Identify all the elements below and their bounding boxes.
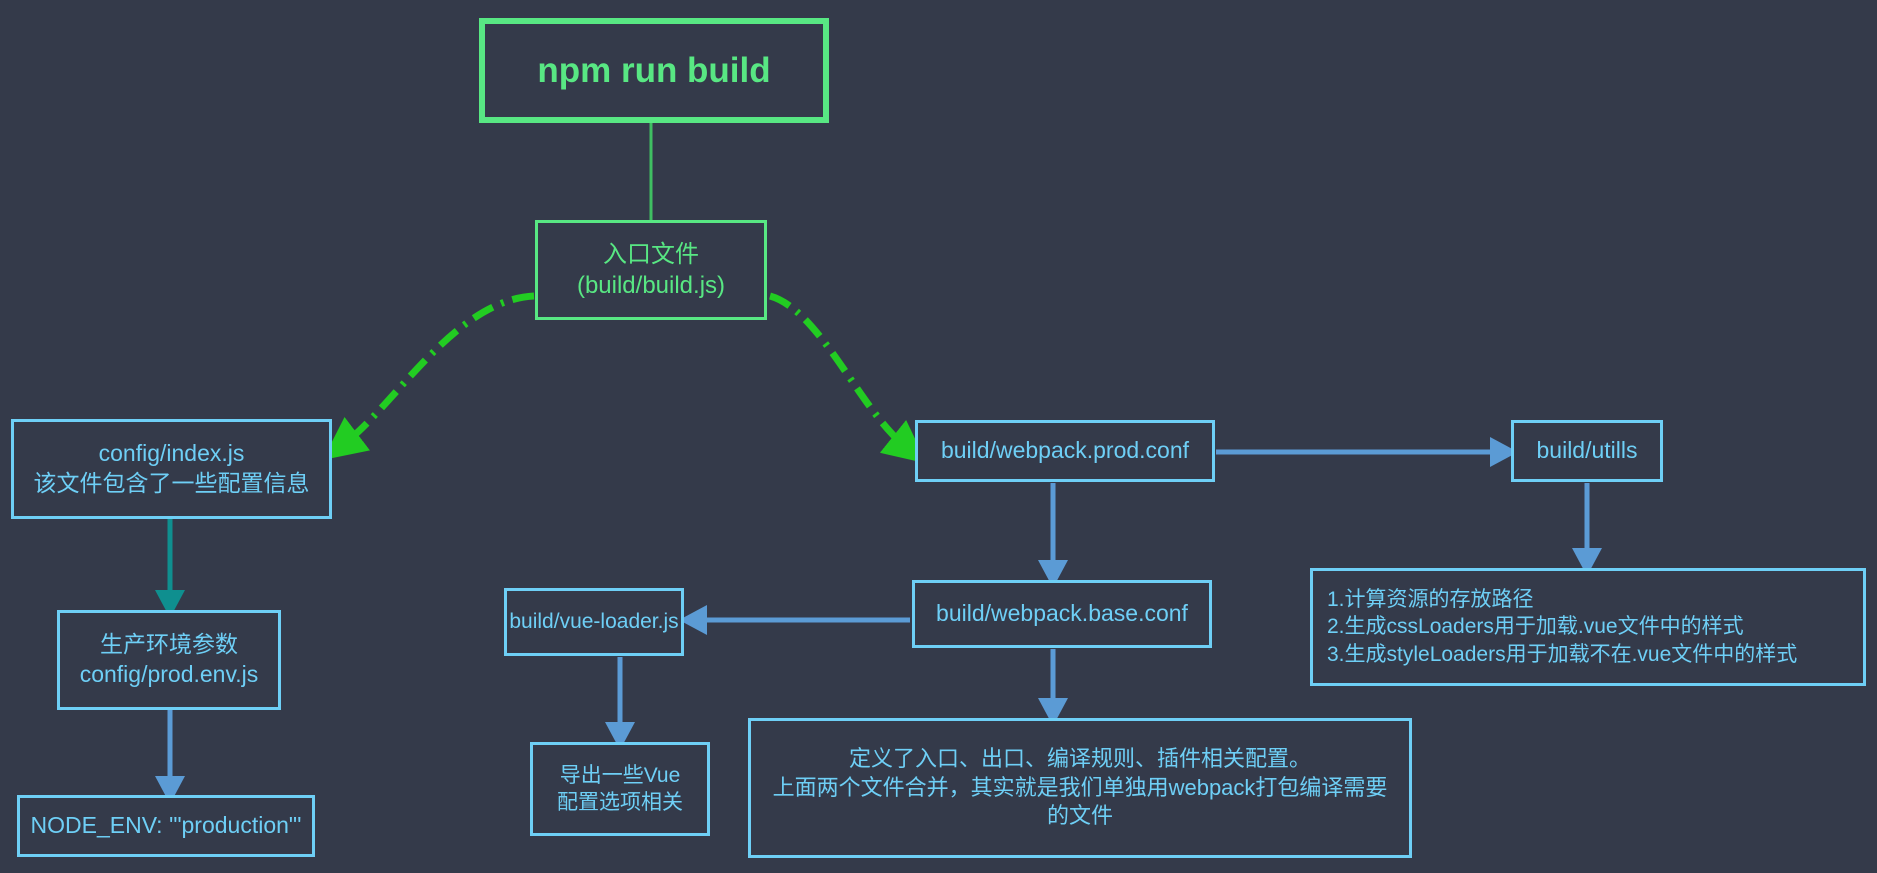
node-entry-file[interactable]: 入口文件 (build/build.js) (535, 220, 767, 320)
edge-entry-prodconf (768, 292, 927, 464)
node-prod-env[interactable]: 生产环境参数 config/prod.env.js (57, 610, 281, 710)
node-webpack-base-conf[interactable]: build/webpack.base.conf (912, 580, 1212, 648)
node-node-env-value[interactable]: NODE_ENV: '"production"' (17, 795, 315, 857)
node-vue-loader[interactable]: build/vue-loader.js (504, 588, 684, 656)
node-config-index[interactable]: config/index.js 该文件包含了一些配置信息 (11, 419, 332, 519)
node-npm-run-build[interactable]: npm run build (479, 18, 829, 123)
node-base-conf-description: 定义了入口、出口、编译规则、插件相关配置。 上面两个文件合并，其实就是我们单独用… (748, 718, 1412, 858)
node-vue-loader-description: 导出一些Vue 配置选项相关 (530, 742, 710, 836)
edge-entry-config (322, 292, 535, 460)
node-utills-description: 1.计算资源的存放路径 2.生成cssLoaders用于加载.vue文件中的样式… (1310, 568, 1866, 686)
node-webpack-prod-conf[interactable]: build/webpack.prod.conf (915, 420, 1215, 482)
node-build-utills[interactable]: build/utills (1511, 420, 1663, 482)
